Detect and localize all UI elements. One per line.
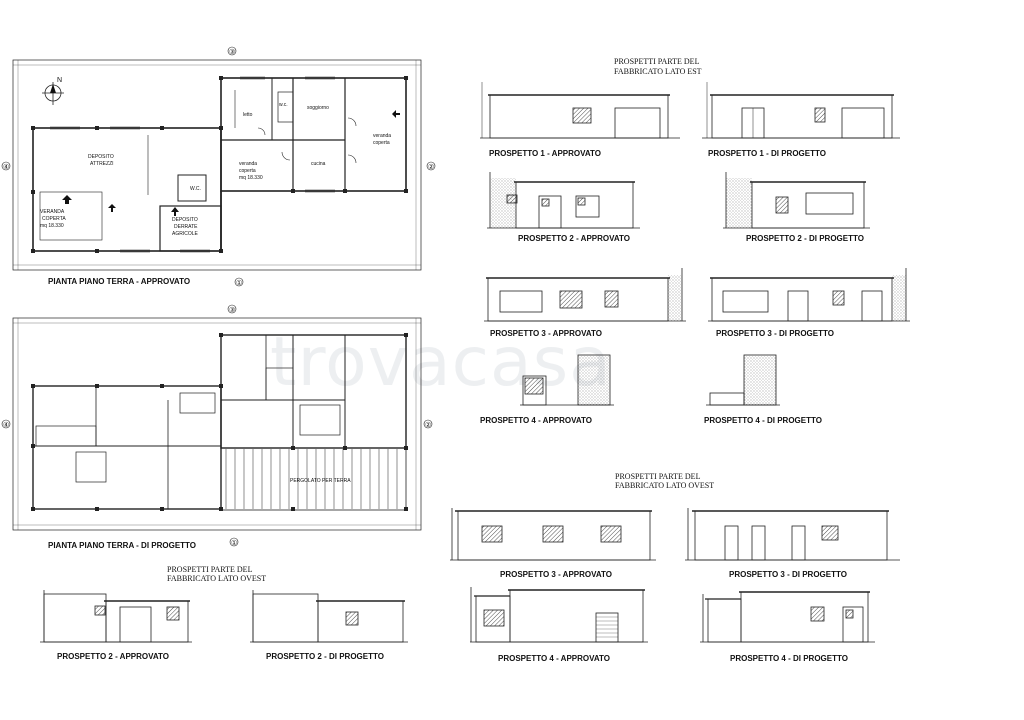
section-title-ovest-right-2: FABBRICATO LATO OVEST xyxy=(615,481,714,490)
plan-project-title: PIANTA PIANO TERRA - DI PROGETTO xyxy=(48,541,196,550)
axis-marker-left: ④ xyxy=(3,163,9,171)
section-title-ovest-left-2: FABBRICATO LATO OVEST xyxy=(167,574,266,583)
room-soggiorno: soggiorno xyxy=(307,105,329,111)
label-est-4-approvato: PROSPETTO 4 - APPROVATO xyxy=(480,416,592,425)
label-est-2-approvato: PROSPETTO 2 - APPROVATO xyxy=(518,234,630,243)
label-ovest-3-approvato: PROSPETTO 3 - APPROVATO xyxy=(500,570,612,579)
room-wc-right: w.c. xyxy=(279,102,288,108)
section-title-ovest-left-1: PROSPETTI PARTE DEL xyxy=(167,565,253,574)
label-est-3-approvato: PROSPETTO 3 - APPROVATO xyxy=(490,329,602,338)
room-cucina: cucina xyxy=(311,161,326,167)
section-title-est-2: FABBRICATO LATO EST xyxy=(614,67,702,76)
room-veranda-mid-area: mq 18.330 xyxy=(239,175,263,181)
pergolato-label: PERGOLATO PER TERRA xyxy=(290,478,351,484)
label-est-4-progetto: PROSPETTO 4 - DI PROGETTO xyxy=(704,416,822,425)
room-veranda-left: VERANDA xyxy=(40,209,65,215)
room-veranda-left-2: COPERTA xyxy=(42,216,66,222)
axis-marker-top-2: ③ xyxy=(229,306,235,314)
label-est-2-progetto: PROSPETTO 2 - DI PROGETTO xyxy=(746,234,864,243)
room-deposito-derrate-2: DERRATE xyxy=(174,224,198,230)
room-veranda-right: veranda xyxy=(373,133,391,139)
axis-marker-bottom-2: ① xyxy=(231,539,237,547)
room-veranda-right-2: coperta xyxy=(373,140,390,146)
plan-project xyxy=(1,304,433,547)
axis-marker-bottom: ① xyxy=(236,279,242,287)
plan-approved xyxy=(1,46,436,287)
room-veranda-left-area: mq 18.330 xyxy=(40,223,64,229)
label-ovest-2-approvato: PROSPETTO 2 - APPROVATO xyxy=(57,652,169,661)
elevations-drawings xyxy=(40,82,910,643)
room-deposito-attrezzi: DEPOSITO xyxy=(88,154,114,160)
room-wc-left: W.C. xyxy=(190,186,201,192)
plan-project-labels: ③ ① ④ ② PERGOLATO PER TERRA PIANTA PIANO… xyxy=(3,306,431,550)
label-ovest-4-approvato: PROSPETTO 4 - APPROVATO xyxy=(498,654,610,663)
section-title-ovest-right-1: PROSPETTI PARTE DEL xyxy=(615,472,701,481)
room-deposito-attrezzi-2: ATTREZZI xyxy=(90,161,114,167)
plan-approved-labels: N ③ ① ④ ② DEPOSITO ATTREZZI VERANDA COPE… xyxy=(3,48,434,287)
label-est-3-progetto: PROSPETTO 3 - DI PROGETTO xyxy=(716,329,834,338)
label-ovest-4-progetto: PROSPETTO 4 - DI PROGETTO xyxy=(730,654,848,663)
section-title-est-1: PROSPETTI PARTE DEL xyxy=(614,57,700,66)
axis-marker-right-2: ② xyxy=(425,421,431,429)
axis-marker-left-2: ④ xyxy=(3,421,9,429)
label-ovest-3-progetto: PROSPETTO 3 - DI PROGETTO xyxy=(729,570,847,579)
compass-north-label: N xyxy=(57,77,62,84)
axis-marker-right: ② xyxy=(428,163,434,171)
axis-marker-top: ③ xyxy=(229,48,235,56)
room-letto: letto xyxy=(243,112,253,118)
label-est-1-progetto: PROSPETTO 1 - DI PROGETTO xyxy=(708,149,826,158)
watermark-text: trovacasa xyxy=(270,323,612,402)
plan-approved-title: PIANTA PIANO TERRA - APPROVATO xyxy=(48,277,190,286)
label-est-1-approvato: PROSPETTO 1 - APPROVATO xyxy=(489,149,601,158)
label-ovest-2-progetto: PROSPETTO 2 - DI PROGETTO xyxy=(266,652,384,661)
room-veranda-mid-2: coperta xyxy=(239,168,256,174)
room-veranda-mid: veranda xyxy=(239,161,257,167)
room-deposito-derrate-3: AGRICOLE xyxy=(172,231,199,237)
room-deposito-derrate: DEPOSITO xyxy=(172,217,198,223)
